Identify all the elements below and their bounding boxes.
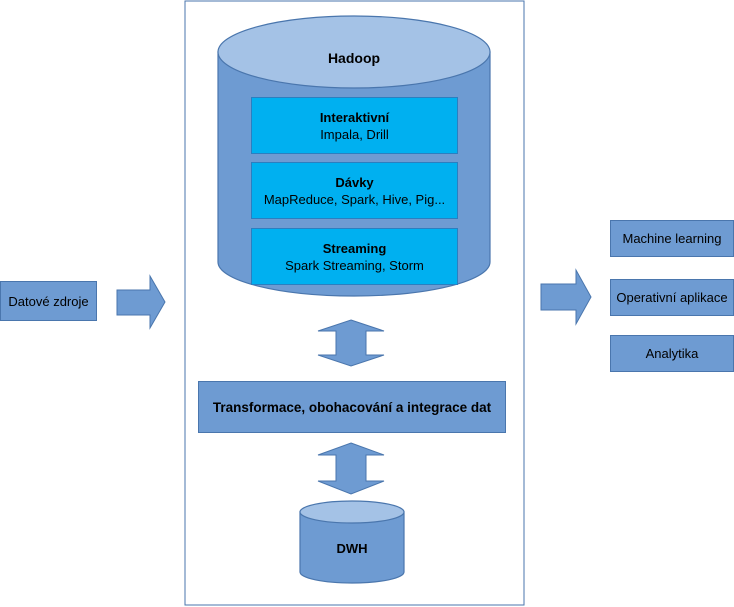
bidirectional-arrow-upper xyxy=(317,319,385,367)
bidirectional-arrow-lower xyxy=(317,442,385,495)
output-analytics: Analytika xyxy=(610,335,734,372)
dwh-cylinder-top xyxy=(299,500,405,524)
hadoop-title: Hadoop xyxy=(327,50,381,66)
layer-interactive-subtitle: Impala, Drill xyxy=(320,126,389,142)
layer-interactive-title: Interaktivní xyxy=(319,109,390,125)
layer-streaming: Streaming Spark Streaming, Storm xyxy=(251,228,458,285)
input-arrow xyxy=(116,274,166,330)
dwh-cylinder xyxy=(299,511,405,584)
output-machine-learning: Machine learning xyxy=(610,220,734,257)
layer-batch-subtitle: MapReduce, Spark, Hive, Pig... xyxy=(263,191,446,207)
layer-streaming-subtitle: Spark Streaming, Storm xyxy=(285,257,424,273)
layer-streaming-title: Streaming xyxy=(322,240,387,256)
layer-batch-title: Dávky xyxy=(335,174,374,190)
transform-box: Transformace, obohacování a integrace da… xyxy=(198,381,506,433)
hadoop-cylinder-top xyxy=(217,15,491,89)
layer-batch: Dávky MapReduce, Spark, Hive, Pig... xyxy=(251,162,458,219)
dwh-label: DWH xyxy=(336,540,368,556)
output-arrow xyxy=(540,268,592,326)
data-sources-box: Datové zdroje xyxy=(0,281,97,321)
output-operational-apps: Operativní aplikace xyxy=(610,279,734,316)
layer-interactive: Interaktivní Impala, Drill xyxy=(251,97,458,154)
